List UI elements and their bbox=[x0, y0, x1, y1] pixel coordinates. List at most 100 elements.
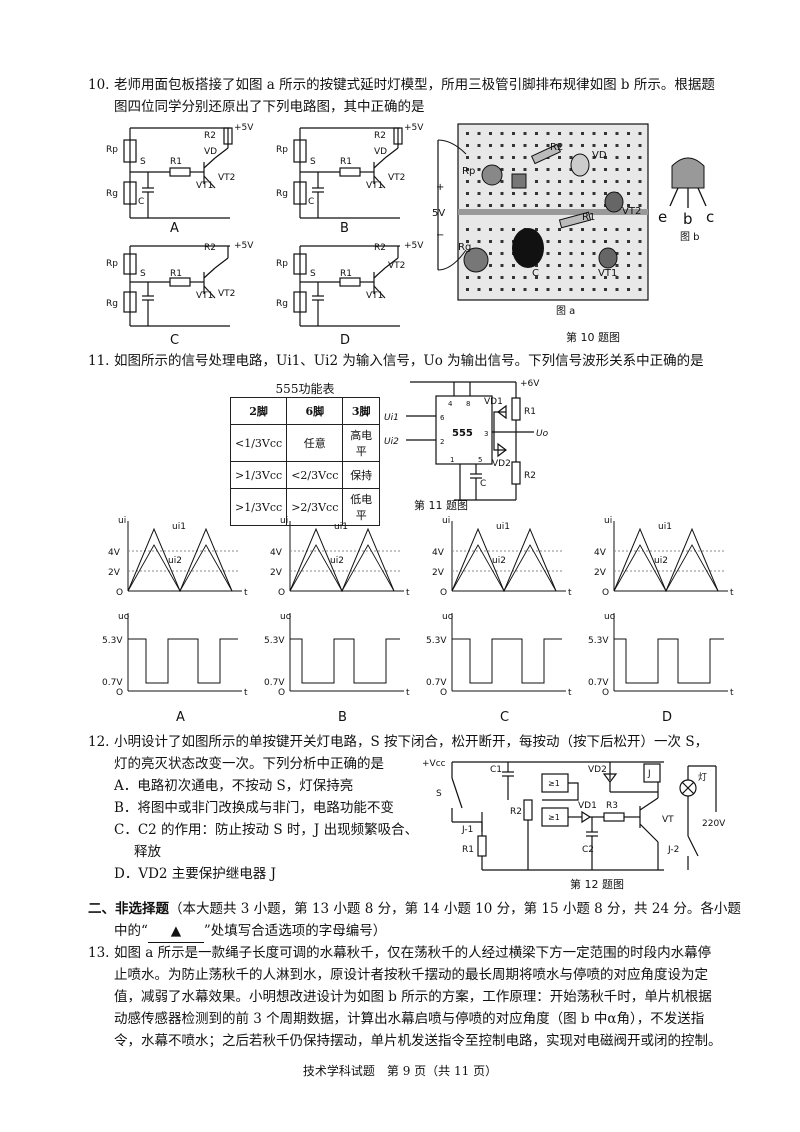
q10-a-c: C bbox=[138, 197, 144, 207]
q11-ui1: Ui1 bbox=[384, 413, 399, 423]
q10-c-rg: Rg bbox=[106, 299, 118, 309]
q12-s: S bbox=[436, 789, 442, 799]
q10-fig-a-r2-label: R2 bbox=[550, 142, 563, 153]
breadboard-hole bbox=[558, 288, 561, 291]
breadboard-hole bbox=[569, 168, 573, 171]
breadboard-hole bbox=[523, 204, 527, 207]
q10-option-a: A bbox=[170, 221, 179, 236]
wave-a-ui-label: ui bbox=[118, 516, 126, 526]
breadboard-hole bbox=[592, 132, 596, 135]
breadboard-hole bbox=[466, 144, 469, 147]
q10-circuit-d bbox=[293, 245, 400, 327]
q10-fig-caption: 第 10 题图 bbox=[566, 331, 620, 344]
wave-b-ui2-label: ui2 bbox=[330, 556, 344, 566]
breadboard-hole bbox=[615, 288, 619, 291]
breadboard-hole bbox=[604, 276, 607, 279]
wave-b-t-top: t bbox=[406, 588, 410, 598]
breadboard-hole bbox=[592, 252, 596, 255]
q10-b-s: S bbox=[310, 157, 316, 167]
wave-a-t-bottom: t bbox=[244, 688, 248, 698]
breadboard-hole bbox=[627, 132, 630, 135]
breadboard-hole bbox=[489, 288, 492, 291]
q10-b-rp: Rp bbox=[276, 145, 288, 155]
breadboard-hole bbox=[569, 276, 573, 279]
wave-c-ui2-label: ui2 bbox=[492, 556, 506, 566]
wave-d-uo-label: uo bbox=[604, 612, 616, 622]
q10-d-5v: +5V bbox=[404, 241, 424, 251]
wave-b-o-bottom: O bbox=[278, 688, 285, 698]
q10-fig-a-vt2-label: VT2 bbox=[622, 206, 641, 217]
wave-d-ui-label: ui bbox=[604, 516, 612, 526]
q10-d-vt1: VT1 bbox=[366, 291, 383, 301]
breadboard-hole bbox=[489, 204, 492, 207]
wave-b-07v-label: 0.7V bbox=[264, 678, 285, 688]
q12-vcc: +Vcc bbox=[422, 759, 446, 769]
q11-function-table: 555功能表 2脚 6脚 3脚 <1/3Vcc 任意 高电平 >1/3Vcc <… bbox=[229, 380, 380, 526]
q10-number: 10. bbox=[88, 77, 110, 93]
q11-vd2: VD2 bbox=[492, 459, 511, 469]
breadboard-hole bbox=[523, 192, 527, 195]
wave-b-4v-label: 4V bbox=[270, 548, 283, 558]
breadboard-hole bbox=[546, 132, 550, 135]
breadboard-hole bbox=[627, 276, 630, 279]
wave-c-ui1-label: ui1 bbox=[496, 522, 510, 532]
wave-d-o-bottom: O bbox=[602, 688, 609, 698]
breadboard-hole bbox=[523, 276, 527, 279]
breadboard-hole bbox=[523, 288, 527, 291]
breadboard-hole bbox=[500, 240, 504, 243]
wave-d-53v-label: 5.3V bbox=[588, 636, 609, 646]
wave-b-o-top: O bbox=[278, 588, 285, 598]
breadboard-hole bbox=[546, 276, 550, 279]
wave-b-2v-label: 2V bbox=[270, 568, 283, 578]
breadboard-hole bbox=[466, 168, 469, 171]
breadboard-hole bbox=[558, 132, 561, 135]
breadboard-hole bbox=[535, 144, 538, 147]
q12-choice-b: B．将图中或非门改换成与非门，电路功能不变 bbox=[114, 800, 394, 816]
q11-text: 如图所示的信号处理电路，Ui1、Ui2 为输入信号，Uo 为输出信号。下列信号波… bbox=[114, 353, 704, 369]
q11-cell-r3c3: 低电平 bbox=[342, 488, 380, 526]
q10-fig-a-r2 bbox=[530, 143, 562, 165]
wave-d-ui1-label: ui1 bbox=[658, 522, 672, 532]
q13-line3: 值，减弱了水幕效果。小明想改进设计为如图 b 所示的方案，工作原理：开始荡秋千时… bbox=[114, 989, 712, 1005]
breadboard-hole bbox=[546, 288, 550, 291]
breadboard-hole bbox=[558, 144, 561, 147]
breadboard-hole bbox=[512, 204, 515, 207]
breadboard-hole bbox=[477, 192, 481, 195]
breadboard-hole bbox=[489, 264, 492, 267]
breadboard-hole bbox=[466, 180, 469, 183]
q10-fig-a-vd bbox=[570, 153, 590, 177]
wave-c-o-top: O bbox=[440, 588, 447, 598]
breadboard-hole bbox=[615, 264, 619, 267]
breadboard-hole bbox=[592, 276, 596, 279]
breadboard-hole bbox=[592, 228, 596, 231]
breadboard-hole bbox=[477, 168, 481, 171]
q10-a-r1: R1 bbox=[170, 157, 182, 167]
q12-vt: VT bbox=[662, 815, 674, 825]
wave-c-53v-label: 5.3V bbox=[426, 636, 447, 646]
breadboard-hole bbox=[615, 228, 619, 231]
wave-a-ui1-label: ui1 bbox=[172, 522, 186, 532]
q10-figure-b: e b c 图 b bbox=[658, 157, 714, 243]
breadboard-hole bbox=[535, 228, 538, 231]
breadboard-hole bbox=[592, 204, 596, 207]
breadboard-hole bbox=[592, 180, 596, 183]
q10-fig-a-rp-label: Rp bbox=[462, 166, 475, 177]
section2-text-line1: （本大题共 3 小题，第 13 小题 8 分，第 14 小题 10 分，第 15… bbox=[169, 901, 741, 917]
q10-c-vt1: VT1 bbox=[196, 291, 213, 301]
q10-c-r2: R2 bbox=[204, 243, 216, 253]
breadboard-hole bbox=[558, 156, 561, 159]
breadboard-hole bbox=[558, 192, 561, 195]
q10-a-s: S bbox=[140, 157, 146, 167]
breadboard-hole bbox=[558, 180, 561, 183]
q11-cell-r2c3: 保持 bbox=[342, 461, 380, 489]
q12-vd2: VD2 bbox=[588, 765, 607, 775]
breadboard-hole bbox=[581, 264, 584, 267]
breadboard-hole bbox=[535, 132, 538, 135]
breadboard-hole bbox=[500, 156, 504, 159]
q11-table-title: 555功能表 bbox=[275, 382, 335, 396]
q10-text-line2: 图四位同学分别还原出了下列电路图，其中正确的是 bbox=[114, 99, 425, 115]
breadboard-hole bbox=[535, 264, 538, 267]
breadboard-hole bbox=[558, 228, 561, 231]
q11-uo: Uo bbox=[536, 429, 549, 439]
breadboard-hole bbox=[569, 132, 573, 135]
